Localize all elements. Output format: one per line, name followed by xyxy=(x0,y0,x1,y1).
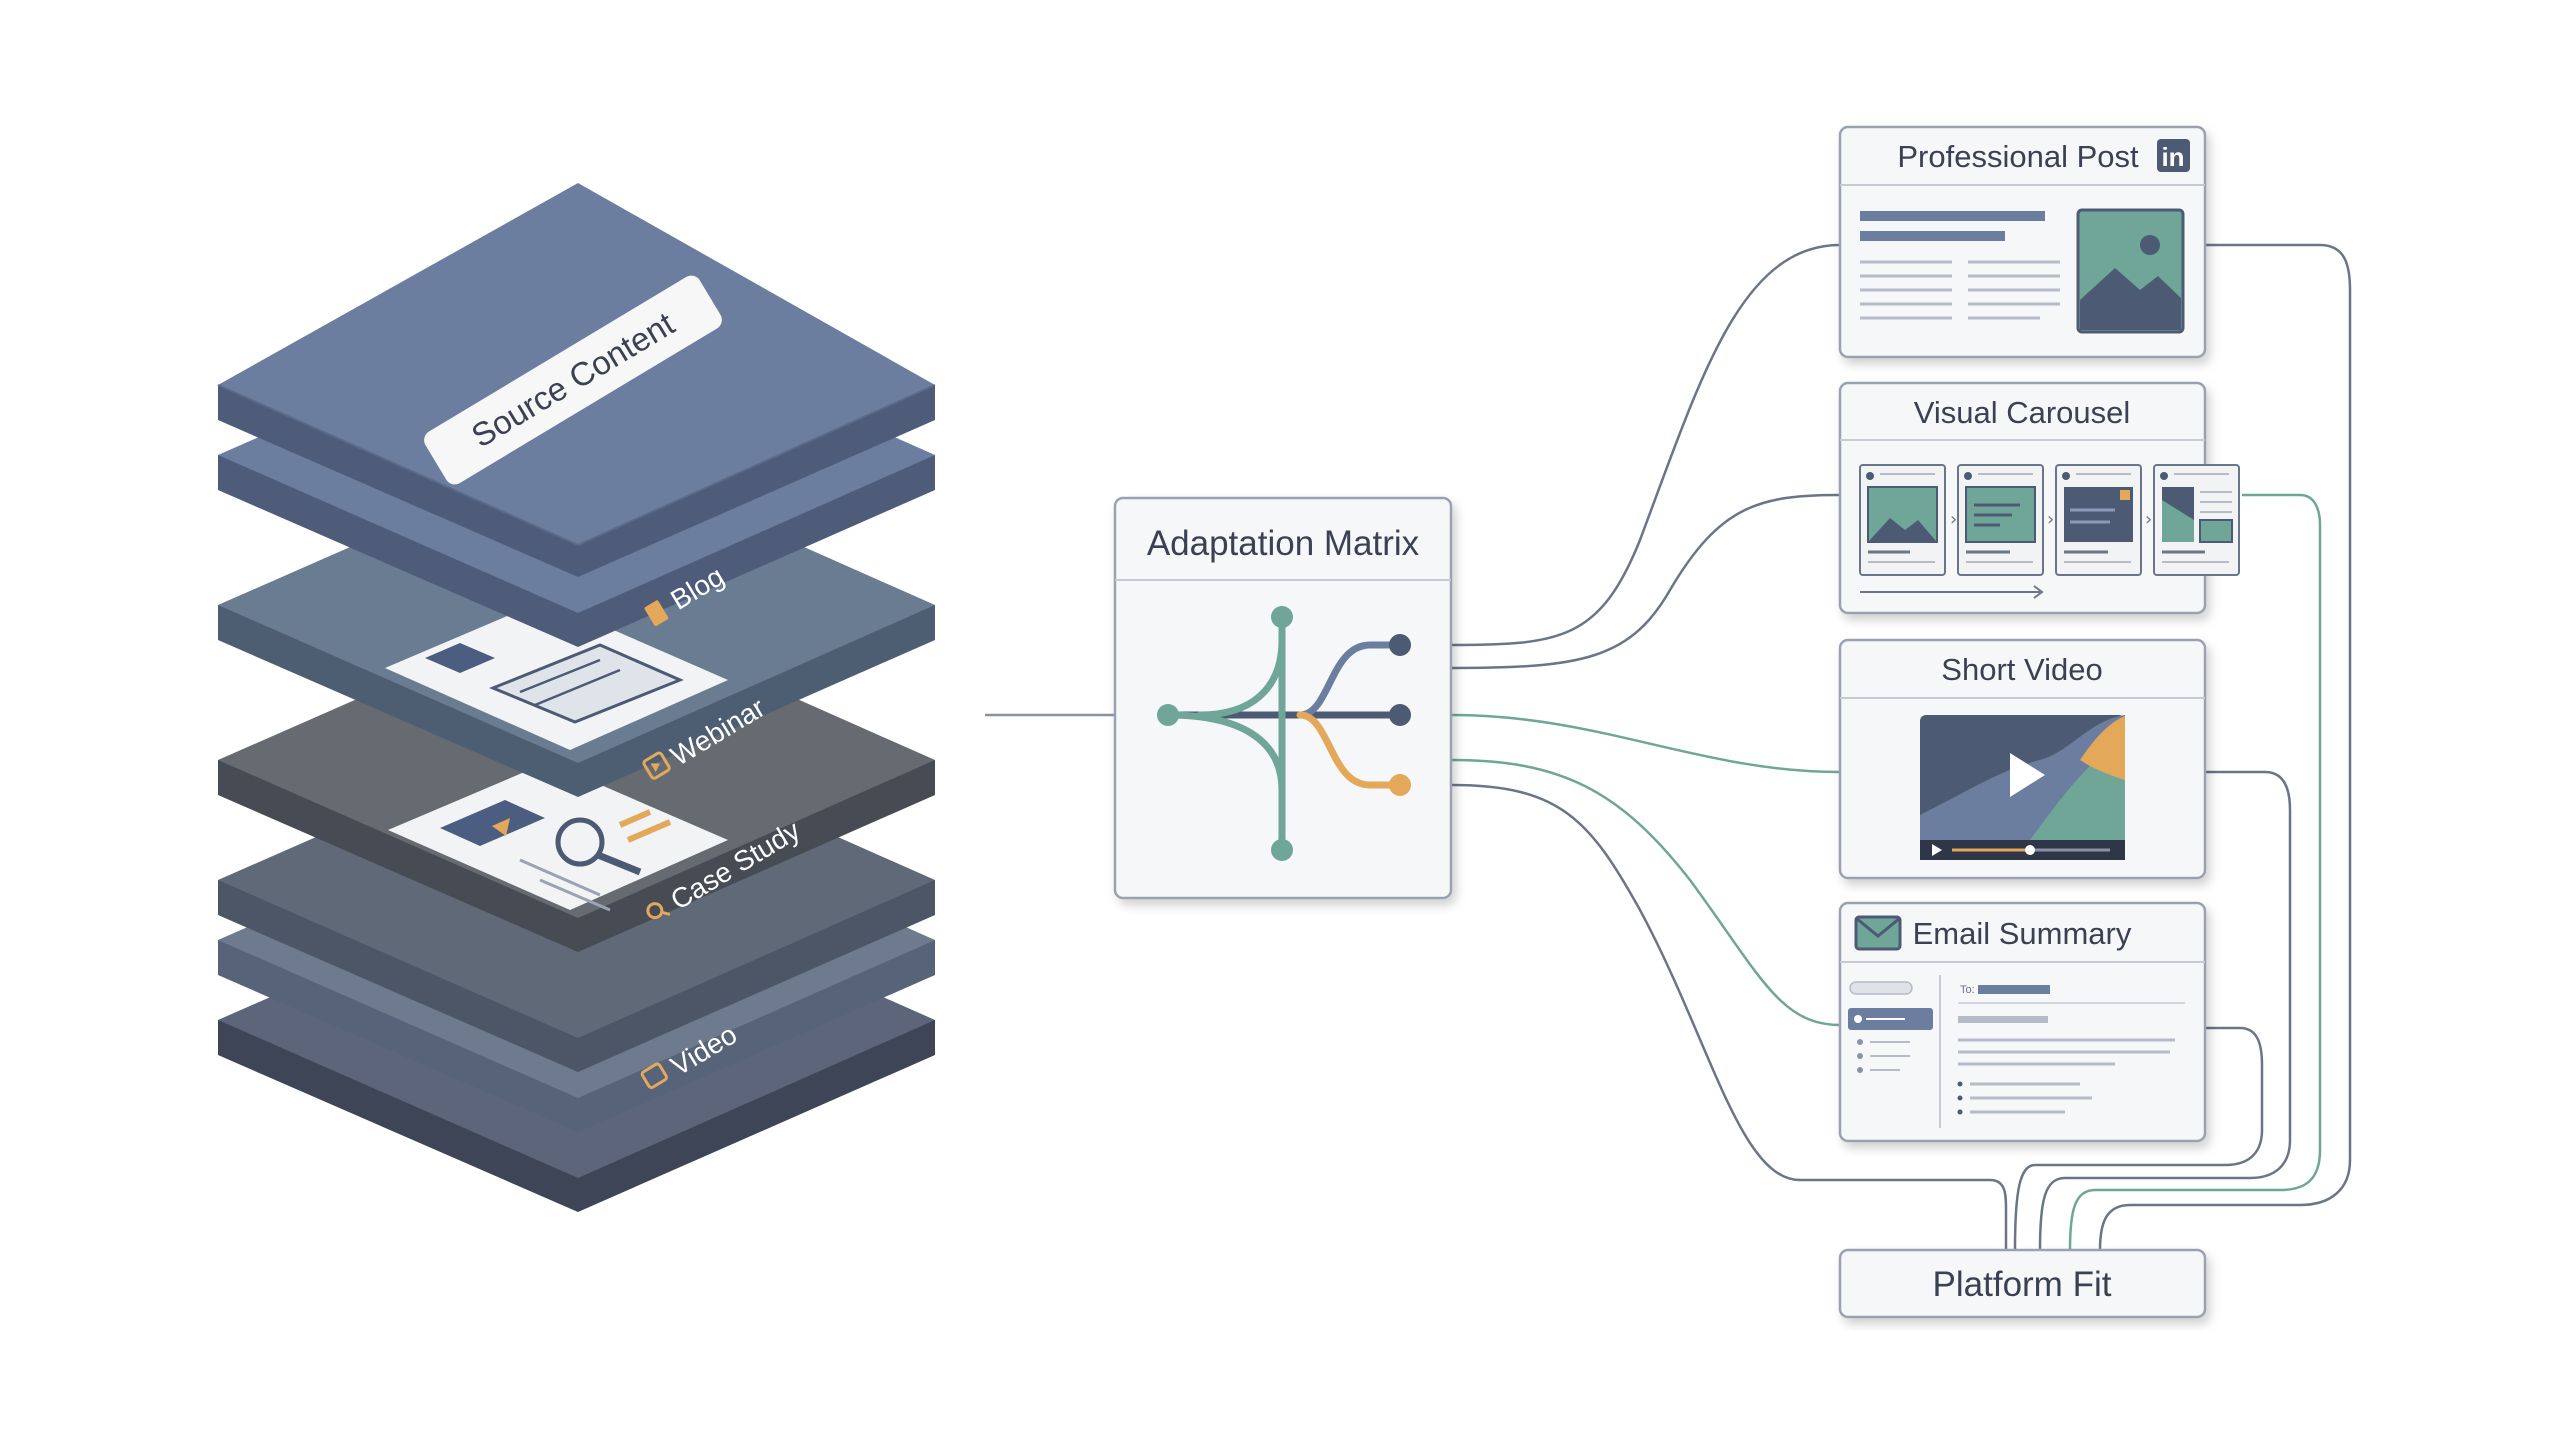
carousel-slide-2 xyxy=(1957,464,2044,576)
platform-fit-title: Platform Fit xyxy=(1933,1265,2112,1304)
professional-post-title: Professional Post xyxy=(1897,139,2139,174)
svg-text:›: › xyxy=(2145,509,2152,530)
play-icon xyxy=(2010,753,2045,797)
svg-text:in: in xyxy=(2161,142,2184,172)
carousel-slide-3 xyxy=(2055,464,2142,576)
envelope-icon xyxy=(1854,915,1902,951)
email-summary-title: Email Summary xyxy=(1913,916,2132,951)
email-to-label: To: xyxy=(1960,984,1975,996)
professional-post-card: Professional Post in xyxy=(1838,125,2207,359)
connector-matrix-to-visual-carousel xyxy=(1451,493,1841,670)
connectors xyxy=(985,243,2352,1251)
connector-matrix-to-platform-fit xyxy=(1451,783,2008,1250)
platform-fit-box: Platform Fit xyxy=(1838,1248,2207,1319)
adaptation-matrix-title: Adaptation Matrix xyxy=(1147,524,1420,563)
svg-text:›: › xyxy=(1950,509,1957,530)
connector-short-video-to-platform-fit xyxy=(2038,770,2292,1251)
linkedin-icon: in xyxy=(2157,139,2190,172)
visual-carousel-card: Visual Carousel › xyxy=(1838,381,2240,615)
adaptation-matrix-card: Adaptation Matrix xyxy=(1113,496,1453,900)
short-video-card: Short Video xyxy=(1838,638,2207,880)
short-video-title: Short Video xyxy=(1941,652,2102,687)
email-mockup: To: xyxy=(1848,975,2185,1128)
connector-carousel-to-platform-fit xyxy=(2068,493,2322,1251)
video-scrubber xyxy=(2025,845,2035,855)
branch-nodes xyxy=(1157,606,1411,861)
carousel-slides: › › xyxy=(1859,464,2240,576)
layer-source-top: Source Content xyxy=(217,183,936,577)
video-player xyxy=(1920,715,2125,860)
source-content-stack: Source Content Blog Webinar Case Study V… xyxy=(217,183,936,1212)
carousel-slide-4 xyxy=(2153,464,2240,576)
svg-text:›: › xyxy=(2047,509,2054,530)
play-control-icon xyxy=(1932,844,1942,856)
connector-email-to-platform-fit xyxy=(2013,1026,2264,1251)
connector-matrix-to-professional-post xyxy=(1451,243,1841,647)
email-summary-card: Email Summary To: xyxy=(1838,901,2207,1143)
image-placeholder-icon xyxy=(2076,208,2185,334)
visual-carousel-title: Visual Carousel xyxy=(1914,395,2131,430)
connector-matrix-to-short-video xyxy=(1451,713,1841,774)
branch-icon xyxy=(1164,613,1404,854)
connector-matrix-to-email-summary xyxy=(1451,758,1841,1027)
connector-professional-post-to-platform-fit xyxy=(2098,243,2352,1251)
swipe-arrow-icon xyxy=(1860,585,2044,599)
post-headline-bar xyxy=(1860,211,2045,221)
carousel-slide-1 xyxy=(1859,464,1946,576)
post-text-lines xyxy=(1860,260,2060,320)
